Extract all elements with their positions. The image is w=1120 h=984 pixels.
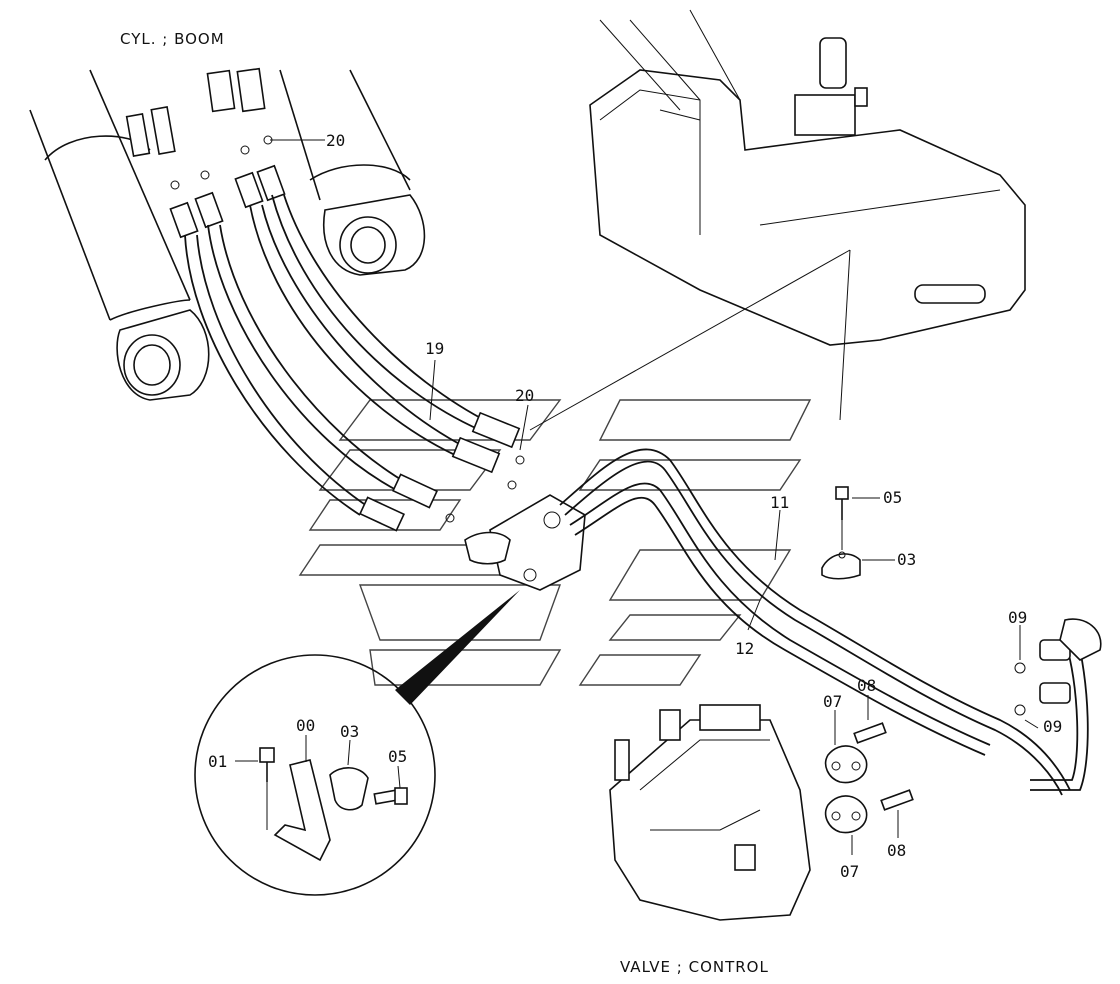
clamp-03-right bbox=[821, 486, 861, 580]
part-label-07-top: 07 bbox=[823, 692, 842, 711]
flange-07-top bbox=[824, 722, 887, 784]
part-label-09-top: 09 bbox=[1008, 608, 1027, 627]
excavator-outline bbox=[589, 9, 1026, 346]
part-number-labels: 20 19 20 11 12 05 03 09 09 08 07 07 08 0… bbox=[208, 131, 1062, 881]
cylinder-port-fittings bbox=[125, 67, 286, 239]
reference-leader-lines bbox=[529, 249, 851, 431]
part-label-08-top: 08 bbox=[857, 676, 876, 695]
part-label-09-bottom: 09 bbox=[1043, 717, 1062, 736]
detail-circle bbox=[194, 590, 520, 896]
flange-07-bottom bbox=[824, 789, 914, 834]
control-valve bbox=[609, 704, 811, 921]
part-label-05-detail: 05 bbox=[388, 747, 407, 766]
part-label-01-detail: 01 bbox=[208, 752, 227, 771]
part-label-08-bottom: 08 bbox=[887, 841, 906, 860]
part-label-12: 12 bbox=[735, 639, 754, 658]
part-label-19: 19 bbox=[425, 339, 444, 358]
part-label-07-bottom: 07 bbox=[840, 862, 859, 881]
part-label-00-detail: 00 bbox=[296, 716, 315, 735]
manifold-block bbox=[445, 455, 586, 591]
part-label-20-top: 20 bbox=[326, 131, 345, 150]
part-leaders bbox=[235, 139, 1039, 855]
part-label-11: 11 bbox=[770, 493, 789, 512]
boom-cylinder-caption: CYL. ; BOOM bbox=[120, 30, 225, 48]
part-label-20-mid: 20 bbox=[515, 386, 534, 405]
boom-cylinder-left bbox=[29, 69, 210, 401]
pipe-11-12 bbox=[559, 448, 1102, 796]
part-label-03-detail: 03 bbox=[340, 722, 359, 741]
part-label-03-right: 03 bbox=[897, 550, 916, 569]
control-valve-caption: VALVE ; CONTROL bbox=[620, 958, 769, 976]
boom-cylinder-right bbox=[279, 69, 426, 276]
hose-19 bbox=[184, 194, 521, 532]
part-label-05-right: 05 bbox=[883, 488, 902, 507]
